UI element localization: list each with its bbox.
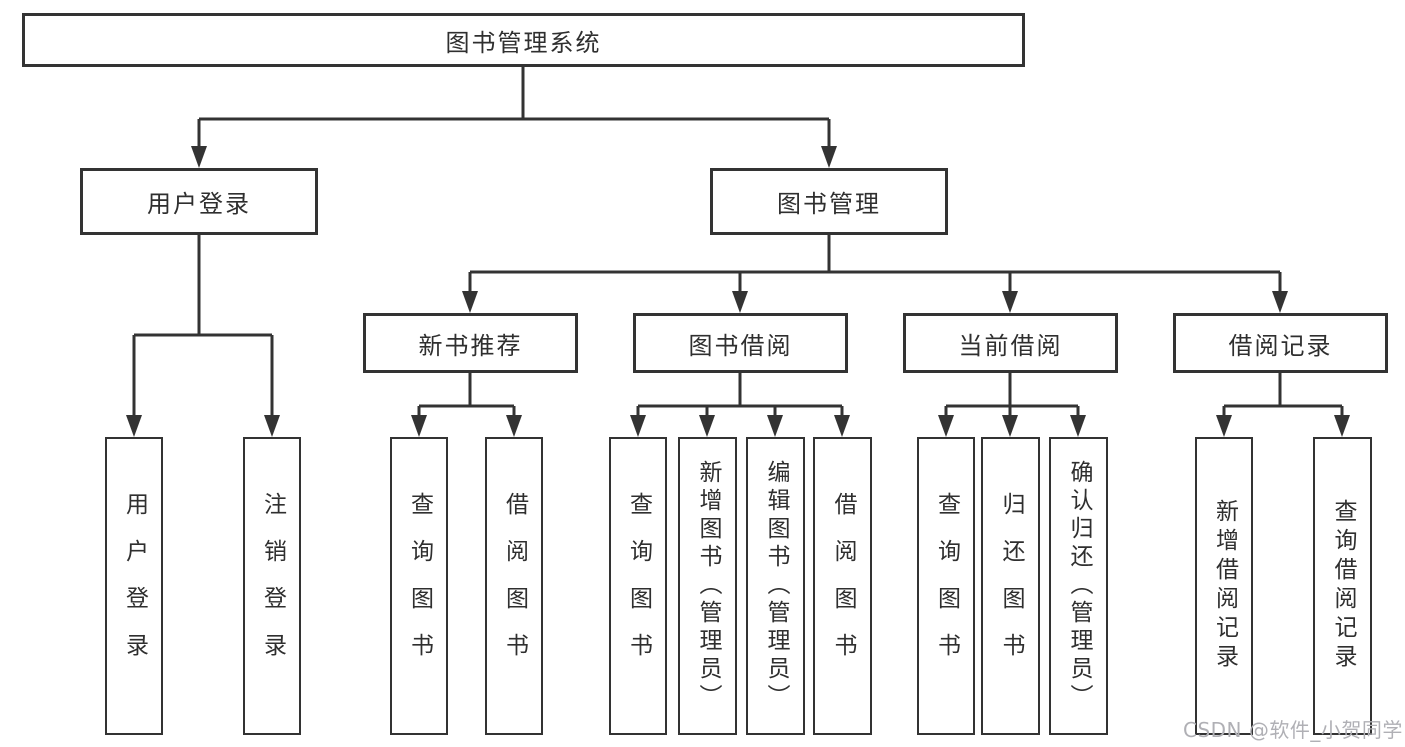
connector-borrow-records-group: [1216, 373, 1350, 437]
node-borrow-records: 借阅记录: [1173, 313, 1388, 373]
node-user-login: 用户登录: [80, 168, 318, 235]
leaf-borrow-books: 借阅图书: [813, 437, 872, 735]
leaf-query-books-current: 查询图书: [917, 437, 975, 735]
leaf-logout-login: 注销登录: [243, 437, 301, 735]
leaf-add-borrow-record: 新增借阅记录: [1195, 437, 1253, 735]
leaf-borrow-books-recommend: 借阅图书: [485, 437, 543, 735]
connector-user-login-group: [126, 235, 280, 437]
connector-book-management-to-sections: [462, 235, 1288, 313]
leaf-edit-book-admin: 编辑图书（管理员）: [746, 437, 805, 735]
node-new-book-recommend: 新书推荐: [363, 313, 578, 373]
leaf-query-books-recommend: 查询图书: [390, 437, 448, 735]
node-library-management-system: 图书管理系统: [22, 13, 1025, 67]
node-book-management: 图书管理: [710, 168, 948, 235]
leaf-add-book-admin: 新增图书（管理员）: [678, 437, 737, 735]
csdn-watermark: CSDN @软件_小贺同学: [1183, 718, 1403, 742]
leaf-return-books: 归还图书: [981, 437, 1040, 735]
leaf-confirm-return-admin: 确认归还（管理员）: [1049, 437, 1108, 735]
connector-book-borrow-group: [630, 373, 850, 437]
connector-current-borrow-group: [938, 373, 1086, 437]
leaf-user-login: 用户登录: [105, 437, 163, 735]
leaf-query-books-borrow: 查询图书: [609, 437, 667, 735]
node-current-borrow: 当前借阅: [903, 313, 1118, 373]
connector-new-book-recommend-group: [411, 373, 522, 437]
leaf-query-borrow-record: 查询借阅记录: [1313, 437, 1372, 735]
connector-root-to-level2: [191, 67, 837, 168]
node-book-borrow: 图书借阅: [633, 313, 848, 373]
